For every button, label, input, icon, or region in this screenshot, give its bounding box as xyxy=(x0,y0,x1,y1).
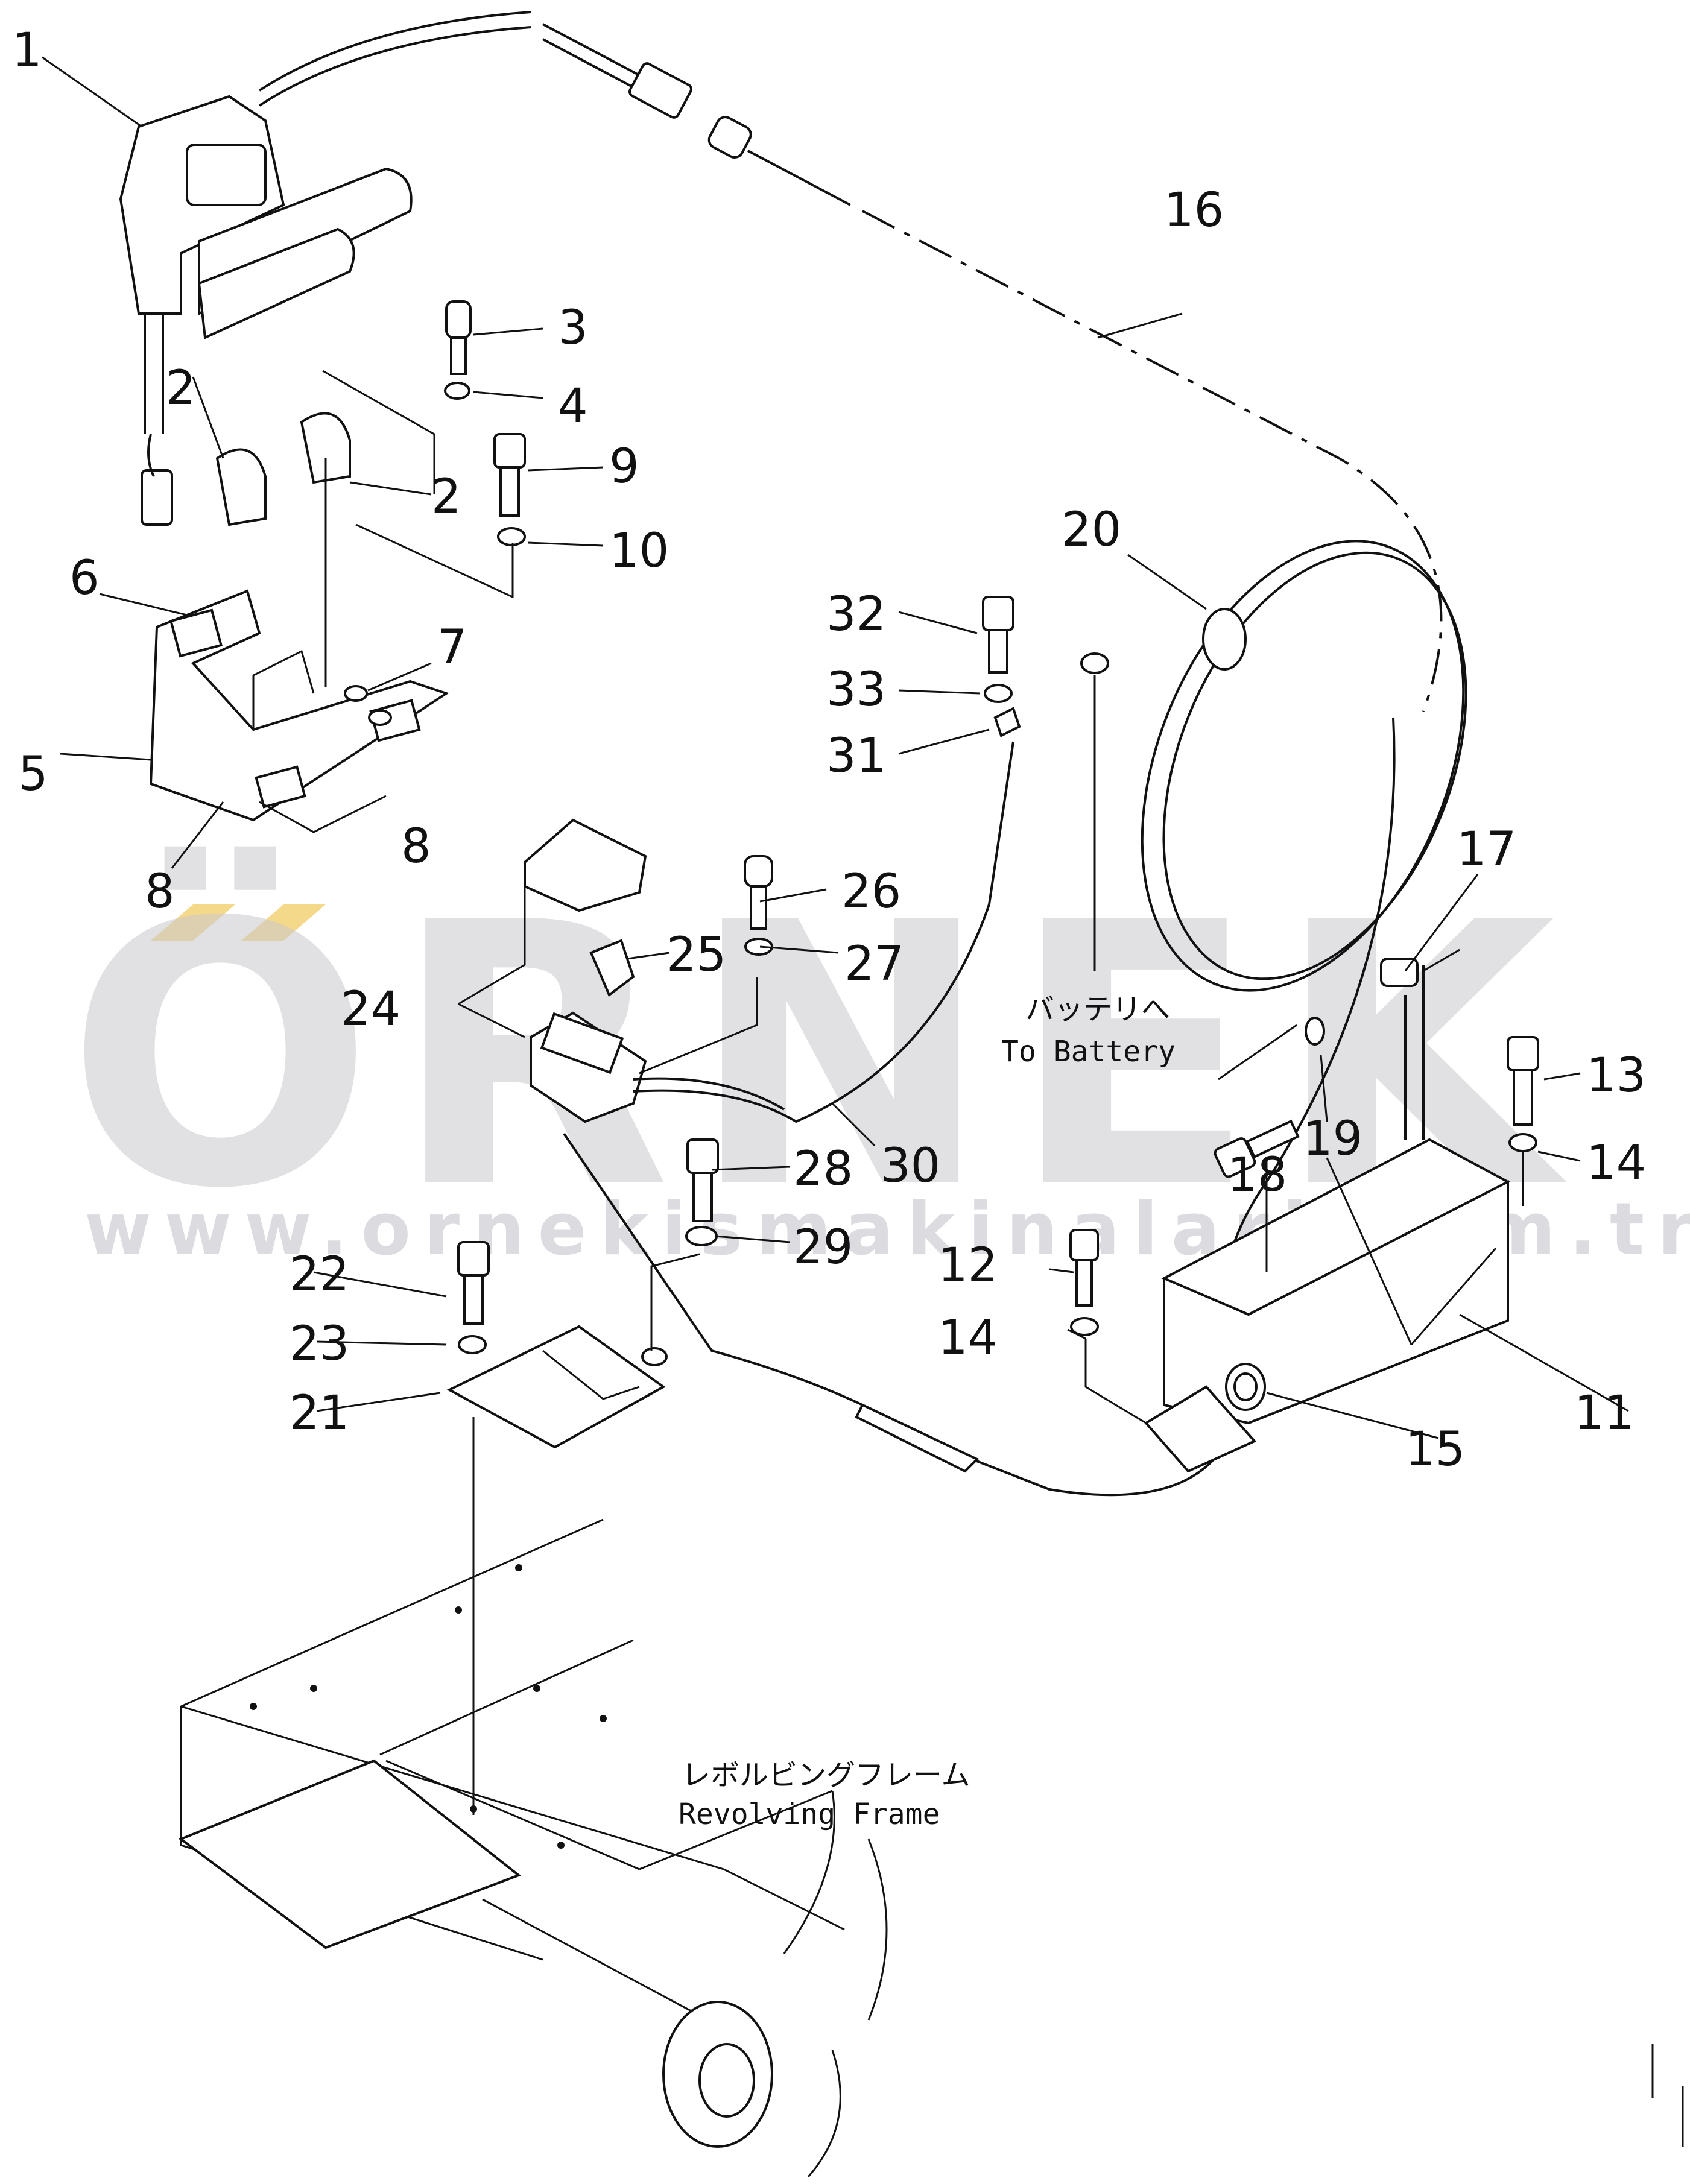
callout-2-lower: 2 xyxy=(431,470,461,524)
revolving-frame xyxy=(178,1518,888,2177)
watermark-accent-left xyxy=(151,904,235,941)
note-revolving-frame-en: Revolving Frame xyxy=(679,1797,940,1831)
watermark: ÖRNEK www.ornekismakinalari.com.tr xyxy=(66,843,1690,1272)
callout-19: 19 xyxy=(1303,1112,1362,1166)
note-to-battery-jp: バッテリへ xyxy=(1025,993,1170,1026)
callout-22: 22 xyxy=(290,1248,349,1302)
callout-14-right: 14 xyxy=(1586,1136,1646,1190)
callout-4: 4 xyxy=(558,379,588,434)
callout-23: 23 xyxy=(290,1317,349,1371)
bracket-5 xyxy=(149,589,449,822)
callout-30: 30 xyxy=(881,1139,940,1193)
callout-16: 16 xyxy=(1164,183,1224,238)
callouts: 1 2 2 3 4 5 6 7 8 8 9 10 11 12 13 14 14 … xyxy=(12,24,1646,1477)
watermark-accent-right xyxy=(241,904,326,941)
leader-lines xyxy=(42,56,1684,2147)
callout-10: 10 xyxy=(609,524,669,578)
callout-13: 13 xyxy=(1586,1049,1646,1103)
callout-26: 26 xyxy=(841,865,901,919)
callout-1: 1 xyxy=(12,24,42,78)
callout-7: 7 xyxy=(437,620,467,675)
hardware xyxy=(444,300,1539,1354)
callout-33: 33 xyxy=(826,663,886,717)
fuse-box-24 xyxy=(524,741,1014,1123)
callout-11: 11 xyxy=(1574,1386,1634,1441)
tank-11 xyxy=(1144,965,1511,1473)
callout-18: 18 xyxy=(1227,1148,1287,1202)
callout-27: 27 xyxy=(844,937,904,991)
callout-6: 6 xyxy=(69,551,100,605)
clamps-2 xyxy=(215,412,351,526)
callout-5: 5 xyxy=(18,747,48,801)
notes: バッテリへ To Battery レボルビングフレーム Revolving Fr… xyxy=(679,993,1176,1831)
callout-8-right: 8 xyxy=(401,819,431,874)
callout-32: 32 xyxy=(826,587,886,642)
callout-8-left: 8 xyxy=(145,865,175,919)
callout-29: 29 xyxy=(793,1220,853,1275)
callout-12: 12 xyxy=(938,1239,998,1293)
plate-21 xyxy=(446,1132,980,1473)
note-to-battery-en: To Battery xyxy=(1001,1035,1176,1068)
callout-25: 25 xyxy=(666,928,726,982)
callout-15: 15 xyxy=(1405,1422,1465,1477)
callout-3: 3 xyxy=(558,301,588,355)
grease-gun xyxy=(119,95,413,526)
callout-28: 28 xyxy=(793,1142,853,1196)
callout-20: 20 xyxy=(1062,503,1121,557)
callout-17: 17 xyxy=(1457,822,1516,877)
callout-24: 24 xyxy=(341,982,400,1037)
callout-9: 9 xyxy=(609,440,639,494)
callout-14-center: 14 xyxy=(938,1311,998,1365)
callout-2-upper: 2 xyxy=(166,361,196,415)
hose-coil-20 xyxy=(1141,540,1467,992)
callout-31: 31 xyxy=(826,729,886,783)
callout-21: 21 xyxy=(290,1386,349,1441)
watermark-brand: ÖRNEK xyxy=(66,843,1574,1268)
note-revolving-frame-jp: レボルビングフレーム xyxy=(682,1758,970,1792)
